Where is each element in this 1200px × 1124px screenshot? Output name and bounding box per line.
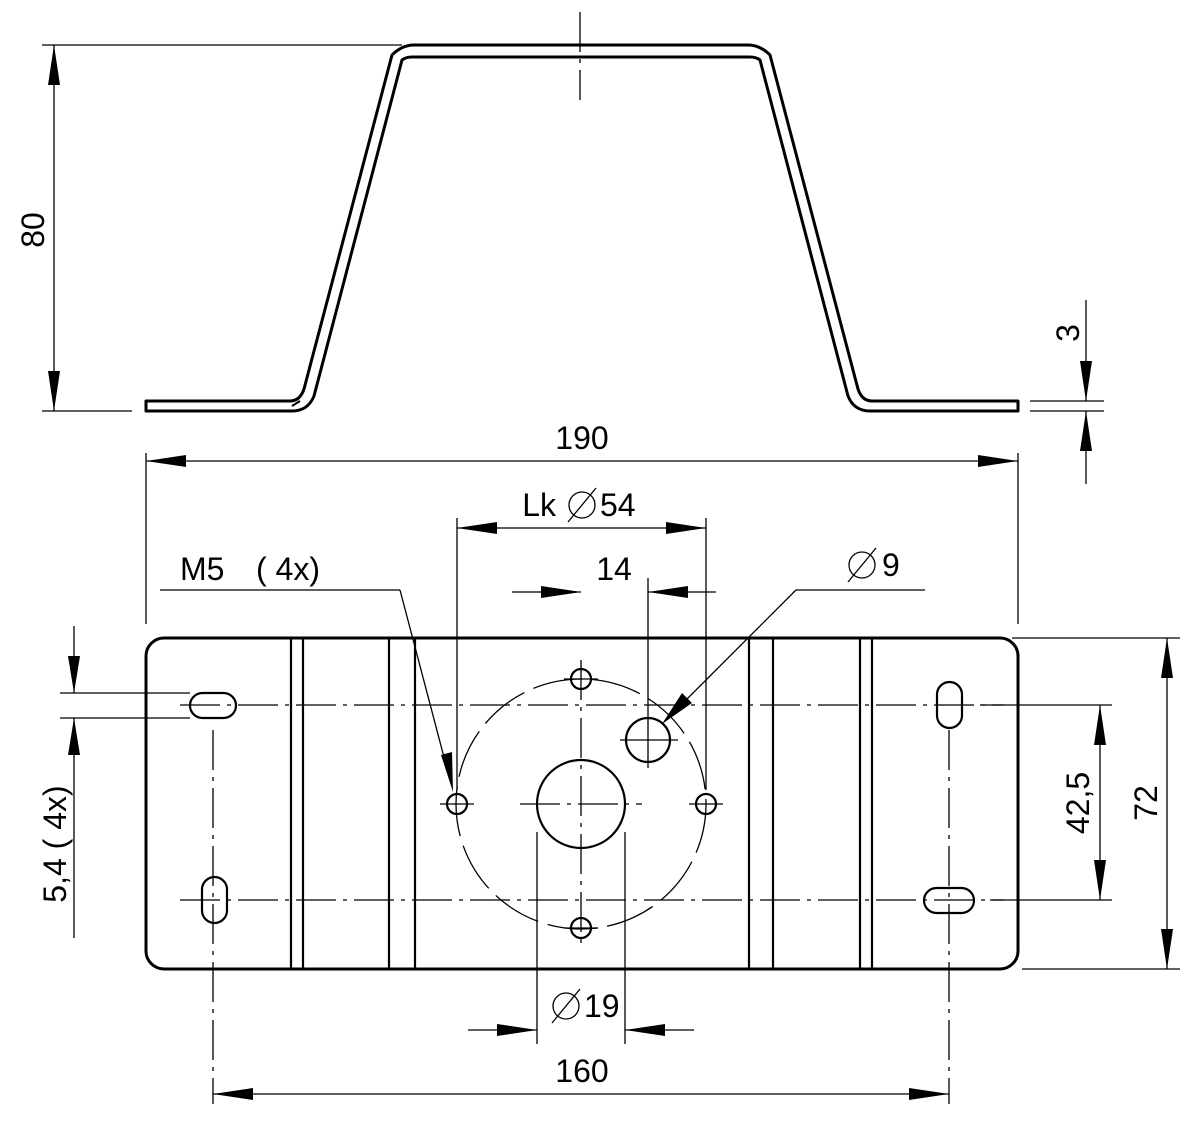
dimension-80-label: 80 (15, 212, 51, 248)
bolt-circle-label: Lk (522, 487, 557, 523)
diameter-symbol (847, 547, 877, 583)
dimension-42-5-label: 42,5 (1060, 772, 1096, 834)
side-inner-edge-left (291, 400, 301, 407)
diameter-symbol (567, 487, 597, 523)
dimension-72: 72 (1012, 637, 1180, 970)
dimension-14: 14 (512, 551, 716, 712)
m5-callout: M5 ( 4x) (160, 551, 453, 792)
dimension-42-5: 42,5 (980, 704, 1112, 901)
slot-bottom-left (200, 875, 229, 925)
side-view (144, 12, 1020, 413)
dimension-3: 3 (1030, 300, 1104, 484)
dimension-160-label: 160 (555, 1053, 608, 1089)
dimension-14-label: 14 (596, 551, 632, 587)
slot-width-label: 5,4 ( 4x) (37, 785, 73, 902)
plate-outline (144, 636, 1020, 971)
dimension-19: 19 (468, 832, 694, 1044)
dimension-160: 160 (212, 730, 950, 1104)
dimension-3-label: 3 (1050, 324, 1086, 342)
dimension-190-label: 190 (555, 420, 608, 456)
diameter-symbol (551, 988, 581, 1024)
hole-9-label: 9 (882, 547, 900, 583)
m5-count: ( 4x) (256, 551, 320, 587)
bore-19-label: 19 (584, 988, 620, 1024)
bracket-profile-outer (144, 43, 1020, 413)
dimension-bolt-circle: Lk 54 (456, 487, 707, 790)
plan-view (144, 636, 1020, 971)
slot-top-left (188, 691, 238, 720)
dimension-80: 80 (15, 44, 402, 412)
dimension-slot-width: 5,4 ( 4x) (37, 626, 190, 938)
bolt-circle-value: 54 (600, 487, 636, 523)
dimension-190: 190 (145, 420, 1019, 624)
slot-top-right (935, 680, 964, 730)
dimension-72-label: 72 (1128, 785, 1164, 821)
m5-label: M5 (180, 551, 224, 587)
hole-9-callout: 9 (662, 547, 925, 724)
